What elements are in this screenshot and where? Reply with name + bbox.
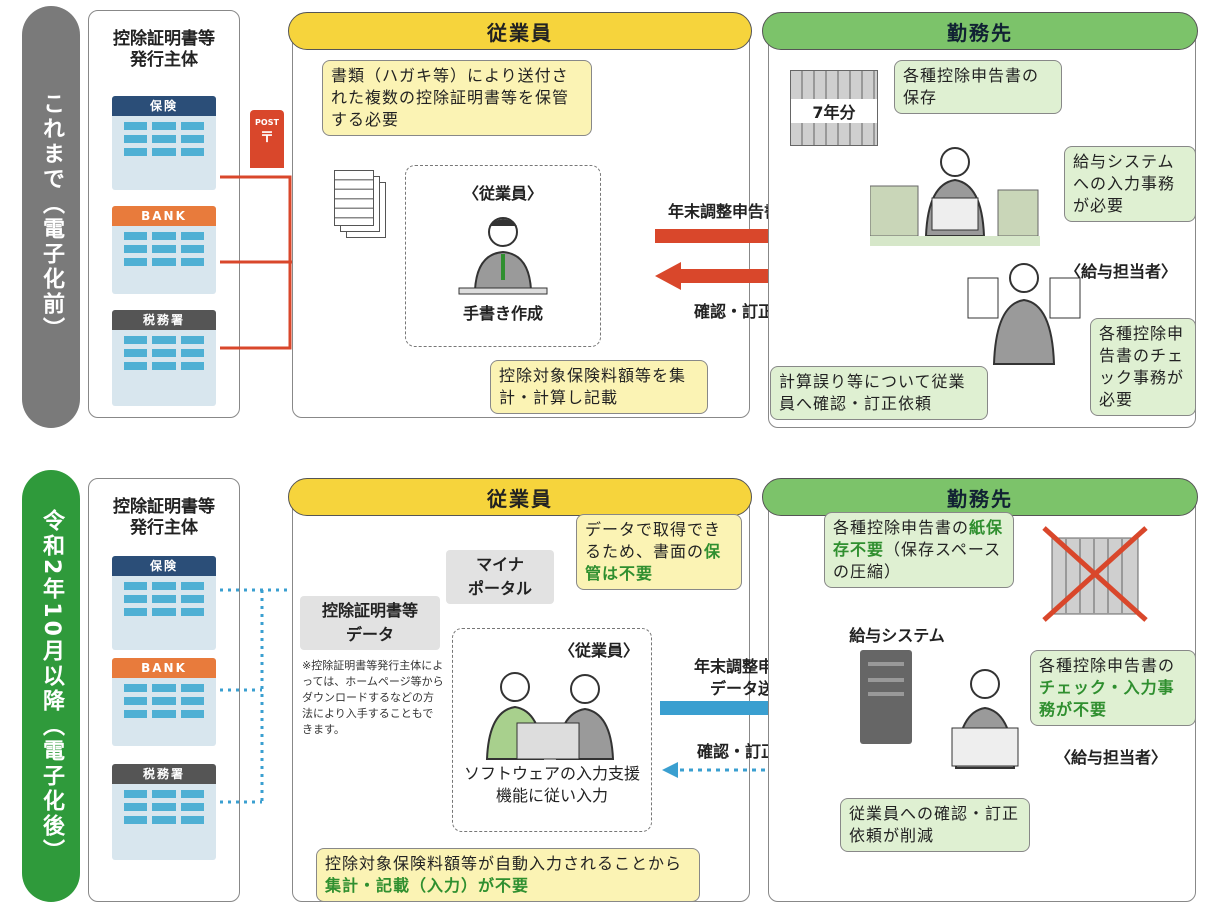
bank-sign: BANK [112,206,216,226]
employer-header-after: 勤務先 [762,478,1198,516]
staff-relaxed-icon [951,669,1019,769]
deduction-data-label: 控除証明書等 データ [300,596,440,650]
staff-busy-icon [870,147,1040,246]
binders-label: 7年分 [791,99,877,123]
payroll-staff-label-before: 〈給与担当者〉 [1064,262,1177,281]
payroll-system-label: 給与システム [849,626,945,645]
bubble-reduced: 従業員への確認・訂正依頼が削減 [840,798,1030,852]
bank-building-after: BANK [112,658,216,746]
employee-writing-icon [458,217,548,295]
bubble-documents: 書類（ハガキ等）により送付された複数の控除証明書等を保管する必要 [322,60,592,136]
employee-box-caption: 手書き作成 [462,304,543,323]
arrow-confirm-dotted [662,762,852,778]
payroll-staff-label-after: 〈給与担当者〉 [1054,748,1167,767]
bubble-paper: 各種控除申告書の紙保存不要（保存スペースの圧縮） [824,512,1014,588]
data-note: ※控除証明書等発行主体によっては、ホームページ等からダウンロードするなどの方法に… [302,659,444,736]
bubble-auto-text: 控除対象保険料額等が自動入力されることから [325,854,683,873]
employee-box-after: 〈従業員〉 ソフトウェアの入力支援機能に従い入力 [452,628,652,832]
bubble-calc: 控除対象保険料額等を集計・計算し記載 [490,360,708,414]
staff-check-icon [967,263,1081,365]
bubble-no-storage-text: データで取得できるため、書面の [585,520,722,561]
bubble-input: 給与システムへの入力事務が必要 [1064,146,1196,222]
post-label: POST [255,118,279,127]
tax-office-building: 税務署 [112,310,216,406]
documents-icon [334,170,386,238]
bubble-errors: 計算誤り等について従業員へ確認・訂正依頼 [770,366,988,420]
employee-box-before: 〈従業員〉 手書き作成 [405,165,601,347]
server-icon [860,650,912,744]
bubble-storage: 各種控除申告書の保存 [894,60,1062,114]
bubble-paper-highlight: 紙保存不要 [833,518,1004,559]
issuer-title-after: 控除証明書等 発行主体 [113,497,215,538]
section-label-before: これまで（電子化前） [22,6,80,428]
tax-office-sign: 税務署 [112,310,216,330]
postbox-icon: POST 〒 [250,110,284,168]
bubble-auto-highlight: 集計・記載（入力）が不要 [325,876,530,895]
bubble-paper-post: （保存スペースの圧縮） [833,540,1002,581]
binders-icon: 7年分 [790,70,878,146]
insurance-sign-after: 保険 [112,556,216,576]
employee-header-before: 従業員 [288,12,752,50]
mynaportal-label: マイナ ポータル [446,550,554,604]
bubble-no-check-text: 各種控除申告書の [1039,656,1176,675]
employees-computer-icon [485,672,615,760]
tax-office-sign-after: 税務署 [112,764,216,784]
bank-sign-after: BANK [112,658,216,678]
insurance-sign: 保険 [112,96,216,116]
bubble-check: 各種控除申告書のチェック事務が必要 [1090,318,1196,416]
bank-building: BANK [112,206,216,294]
section-label-after: 令和2年10月以降（電子化後） [22,470,80,902]
issuer-title: 控除証明書等 発行主体 [113,29,215,70]
employee-box-caption-after: ソフトウェアの入力支援機能に従い入力 [463,764,640,805]
employee-box-title-after: 〈従業員〉 [558,641,639,660]
employee-header-after: 従業員 [288,478,752,516]
insurance-building-after: 保険 [112,556,216,650]
bubble-no-check: 各種控除申告書のチェック・入力事務が不要 [1030,650,1196,726]
bubble-auto-input: 控除対象保険料額等が自動入力されることから集計・記載（入力）が不要 [316,848,700,902]
employee-box-title: 〈従業員〉 [462,184,543,203]
tax-office-building-after: 税務署 [112,764,216,860]
insurance-building: 保険 [112,96,216,190]
bubble-no-storage-highlight: 保管は不要 [585,542,722,583]
no-binders-icon [1042,526,1148,622]
bubble-paper-text: 各種控除申告書の [833,518,970,537]
employer-header-before: 勤務先 [762,12,1198,50]
bubble-no-check-highlight: チェック・入力事務が不要 [1039,678,1175,719]
bubble-no-storage: データで取得できるため、書面の保管は不要 [576,514,742,590]
